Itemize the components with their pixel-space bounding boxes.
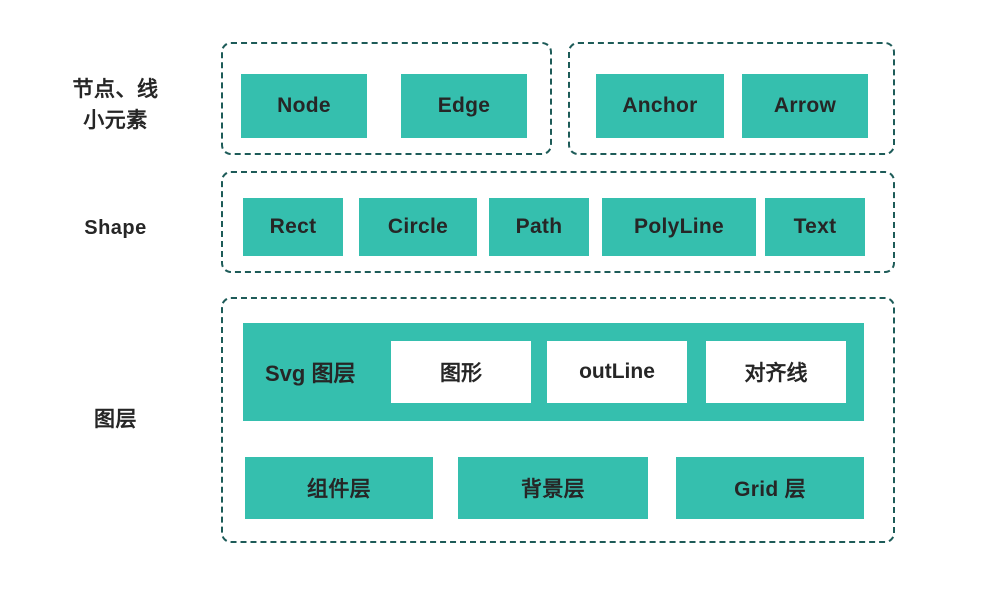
chip-rect[interactable]: Rect xyxy=(243,198,343,256)
row-label-shape: Shape xyxy=(84,217,147,239)
chip-circle[interactable]: Circle xyxy=(359,198,477,256)
chip-background-layer[interactable]: 背景层 xyxy=(458,457,648,519)
chip-component-layer[interactable]: 组件层 xyxy=(245,457,433,519)
chip-text[interactable]: Text xyxy=(765,198,865,256)
chip-outline[interactable]: outLine xyxy=(547,341,687,403)
chip-grid-layer[interactable]: Grid 层 xyxy=(676,457,864,519)
row-label-layer: 图层 xyxy=(94,408,137,432)
svg-layer-bar[interactable]: Svg 图层 图形 outLine 对齐线 xyxy=(243,323,864,421)
row-label-nodes: 节点、线 小元素 xyxy=(72,77,159,133)
chip-anchor[interactable]: Anchor xyxy=(596,74,724,138)
chip-edge[interactable]: Edge xyxy=(401,74,527,138)
chip-node[interactable]: Node xyxy=(241,74,367,138)
svg-layer-title: Svg 图层 xyxy=(265,361,356,386)
chip-tuxing[interactable]: 图形 xyxy=(391,341,531,403)
chip-alignment-line[interactable]: 对齐线 xyxy=(706,341,846,403)
chip-path[interactable]: Path xyxy=(489,198,589,256)
chip-arrow[interactable]: Arrow xyxy=(742,74,868,138)
chip-polyline[interactable]: PolyLine xyxy=(602,198,756,256)
